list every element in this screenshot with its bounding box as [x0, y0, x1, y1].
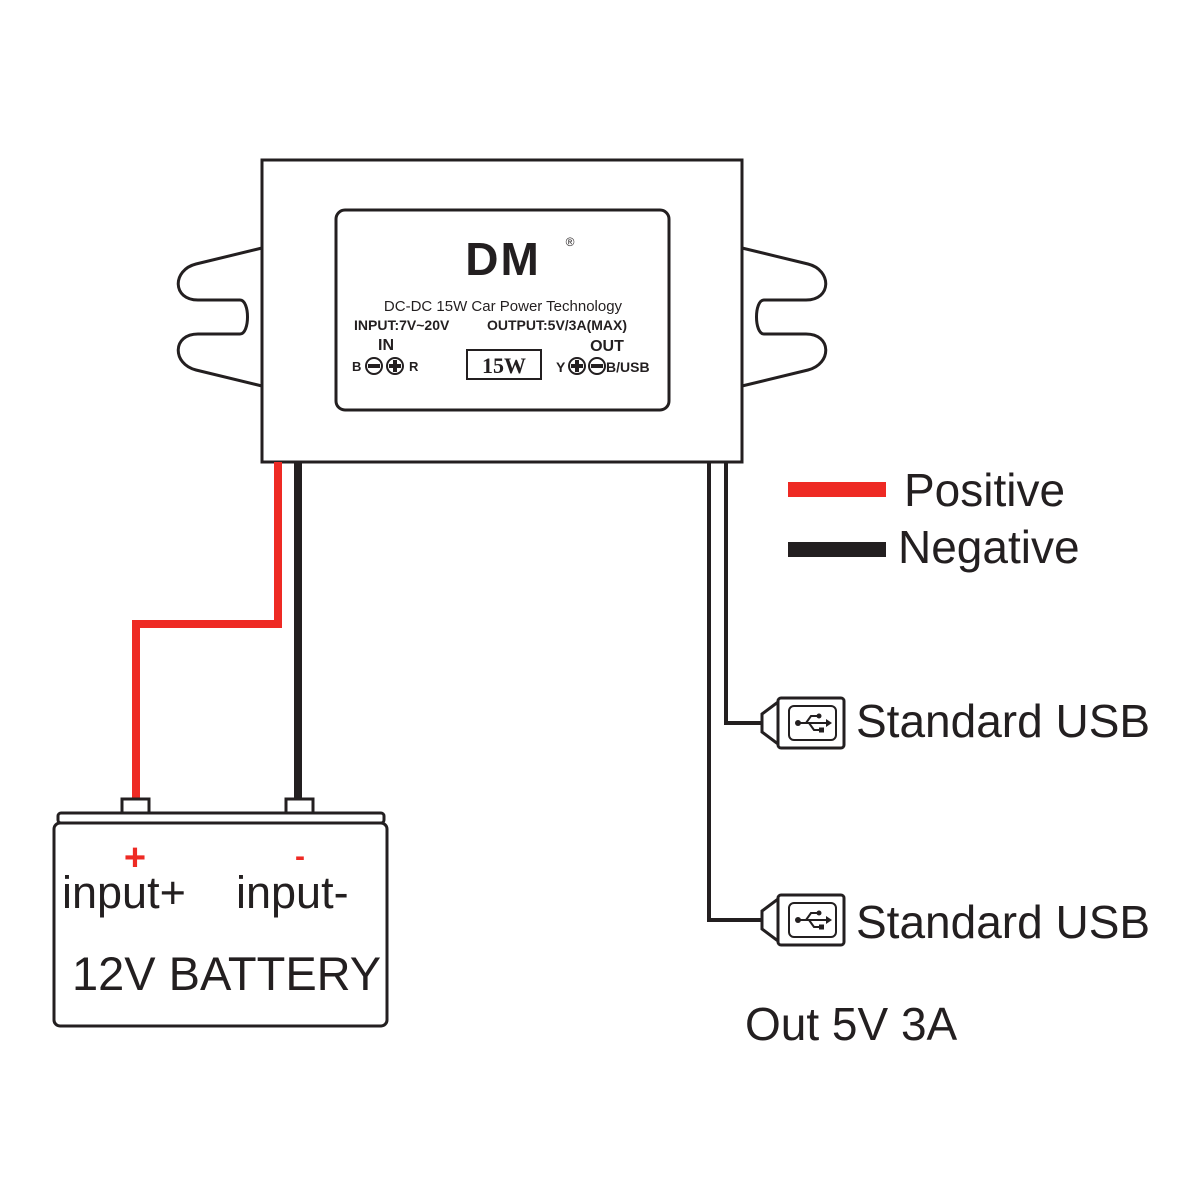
legend-positive-swatch [788, 482, 886, 497]
mounting-ear-right [741, 246, 828, 388]
usb-output-wire-2 [707, 462, 764, 922]
in-pin-right-label: R [409, 359, 419, 374]
module-input-spec: INPUT:7V~20V [354, 317, 450, 333]
usb-output-wire-1 [724, 462, 764, 725]
legend: Positive Negative [788, 464, 1080, 573]
legend-negative-swatch [788, 542, 886, 557]
legend-negative-label: Negative [898, 521, 1080, 573]
usb-connector-1 [760, 696, 846, 750]
usb-connector-2 [760, 893, 846, 947]
out-pin-left-label: Y [556, 359, 566, 375]
module-in-label: IN [378, 337, 394, 354]
battery-minus-symbol: - [295, 840, 305, 873]
module-label-plate [334, 208, 671, 412]
module-logo: DM [465, 233, 541, 285]
module-out-label: OUT [590, 338, 624, 355]
mounting-ear-left [176, 246, 263, 388]
battery-input-negative-label: input- [236, 867, 349, 918]
battery-plus-symbol: + [124, 837, 146, 879]
output-summary: Out 5V 3A [745, 998, 958, 1050]
in-minus-icon [365, 357, 383, 375]
legend-positive-label: Positive [904, 464, 1065, 516]
in-pin-left-label: B [352, 359, 361, 374]
battery-input-positive-label: input+ [62, 867, 186, 918]
in-plus-icon [386, 357, 404, 375]
usb-icon [795, 910, 832, 930]
battery: + - input+ input- 12V BATTERY [52, 797, 389, 1028]
usb-label-1: Standard USB [856, 695, 1150, 747]
out-pin-right-label: B/USB [606, 359, 650, 375]
usb-label-2: Standard USB [856, 896, 1150, 948]
out-minus-icon [588, 357, 606, 375]
power-badge-frame [466, 349, 542, 380]
converter-module: DM ® DC-DC 15W Car Power Technology INPU… [176, 158, 828, 464]
battery-title: 12V BATTERY [72, 947, 381, 1000]
module-output-spec: OUTPUT:5V/3A(MAX) [487, 317, 627, 333]
battery-body [52, 821, 389, 1028]
power-badge: 15W [482, 353, 526, 378]
module-description: DC-DC 15W Car Power Technology [384, 298, 623, 315]
positive-input-wire [132, 462, 282, 800]
registered-mark: ® [566, 235, 575, 249]
usb-icon [795, 713, 832, 733]
out-plus-icon [568, 357, 586, 375]
